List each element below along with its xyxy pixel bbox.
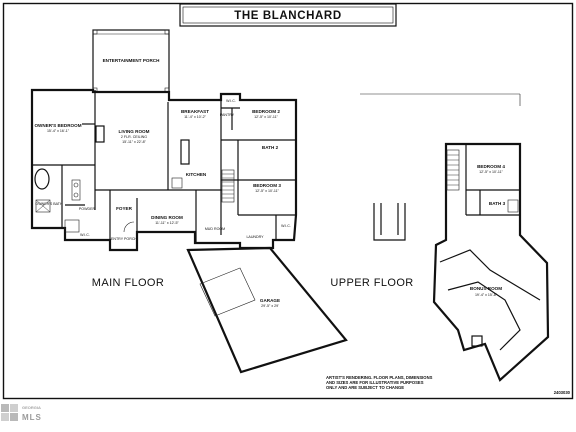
sink-icon [73,182,79,188]
room-label-bath-3: BATH 3 [489,201,506,206]
room-label-garage: GARAGE [260,298,280,303]
upper-floor-interior-walls [439,144,541,351]
watermark-mark: MLS [22,413,42,422]
plan-number: 2403030 [554,390,571,395]
room-dim-bedroom-4: 12'-5" x 10'-11" [479,170,504,174]
room-label-wic-upper: W.I.C. [226,99,236,103]
room-dim-living-room: 15'-11" x 22'-8" [122,140,147,144]
title-banner: THE BLANCHARD [179,3,397,27]
room-label-entertainment-porch: ENTERTAINMENT PORCH [103,58,161,63]
room-label-pantry: PANTRY [220,113,235,117]
room-label-owners-bedroom: OWNER'S BEDROOM [34,123,81,128]
room-dim-owners-bedroom: 15'-4" x 16'-1" [47,129,70,133]
room-label-laundry: LAUNDRY [246,235,264,239]
upper-floor-label: UPPER FLOOR [330,277,413,289]
disclaimer-line: ONLY AND ARE SUBJECT TO CHANGE [326,385,404,390]
garage-area [186,246,348,374]
room-label-wic-owner: W.I.C. [80,233,90,237]
disclaimer-line: AND SIZES ARE FOR ILLUSTRATIVE PURPOSES [326,380,424,385]
open-to-below-bracket [373,203,406,241]
room-label-bedroom-4: BEDROOM 4 [477,164,505,169]
room-label-bath-2: BATH 2 [262,145,279,150]
sink-icon [73,192,79,198]
room-sub-living-room: 2 FLR. CEILING [121,135,147,139]
upper-floor-exterior-wall [432,142,550,382]
mls-watermark: GEORGIA MLS [1,404,42,422]
main-floor-room-labels: ENTERTAINMENT PORCH OWNER'S BEDROOM 15'-… [34,58,290,308]
fireplace-icon [95,125,105,143]
room-label-entry-porch: ENTRY PORCH [111,237,137,241]
room-dim-bedroom-3: 12'-5" x 10'-11" [255,189,280,193]
main-floor-interior-walls [32,90,296,243]
room-label-bedroom-2: BEDROOM 2 [252,109,280,114]
room-label-breakfast: BREAKFAST [181,109,209,114]
watermark-brand: GEORGIA [22,405,41,410]
room-label-kitchen: KITCHEN [186,172,207,177]
room-label-foyer: FOYER [116,206,133,211]
stair-treads [222,173,234,199]
room-dim-bedroom-2: 12'-5" x 10'-11" [254,115,279,119]
main-floor-plan: ENTERTAINMENT PORCH OWNER'S BEDROOM 15'-… [30,29,348,374]
room-dim-breakfast: 11'-4" x 10'-2" [184,115,207,119]
room-label-living-room: LIVING ROOM [119,129,150,134]
room-label-bedroom-3: BEDROOM 3 [253,183,281,188]
upper-tub-icon [507,199,519,213]
plan-title: THE BLANCHARD [234,10,341,22]
room-label-powder: POWDER [79,207,96,211]
room-dim-dining-room: 11'-11" x 12'-5" [155,221,179,225]
disclaimer-line: ARTIST'S RENDERING. FLOOR PLANS, DIMENSI… [326,375,433,380]
main-floor-exterior-wall [30,88,298,252]
disclaimer-note: ARTIST'S RENDERING. FLOOR PLANS, DIMENSI… [326,375,433,390]
kitchen-island-icon [180,139,190,165]
upper-floor-plan: BEDROOM 4 12'-5" x 10'-11" BATH 3 BONUS … [330,93,550,382]
main-floor-fixtures [34,125,235,233]
room-label-wic-bed3: W.I.C. [281,224,291,228]
room-label-bonus-room: BONUS ROOM [470,286,502,291]
upper-floor-room-labels: BEDROOM 4 12'-5" x 10'-11" BATH 3 BONUS … [470,164,506,297]
sheet-border [2,2,574,400]
fridge-icon [171,177,183,189]
upper-stair-treads [447,154,459,186]
shower-icon [35,199,51,213]
room-label-owners-bath: OWNER'S BATH [35,202,63,206]
room-label-dining-room: DINING ROOM [151,215,183,220]
room-dim-bonus-room: 19'-4" x 15'-8" [475,293,498,297]
room-label-mud-room: MUD ROOM [205,227,225,231]
room-dim-garage: 29'-5" x 29' [261,304,279,308]
bathtub-icon [34,168,50,190]
main-floor-label: MAIN FLOOR [92,277,164,289]
door-swing-icon [123,221,135,233]
vanity-icon [71,179,81,201]
